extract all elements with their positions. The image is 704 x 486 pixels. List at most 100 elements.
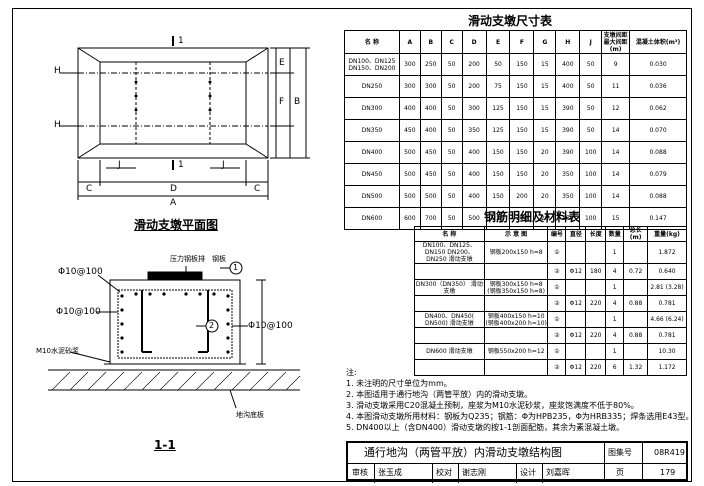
dims-table-cell: 50 bbox=[440, 75, 463, 98]
rebar-table-cell: Φ12 bbox=[565, 295, 587, 312]
rebar-table-header-cell: 数量 bbox=[605, 226, 625, 242]
dims-table-cell: 390 bbox=[555, 97, 581, 120]
dims-table-cell: 500 bbox=[398, 185, 421, 208]
dims-table-cell: 11 bbox=[601, 75, 631, 98]
dims-table-cell: DN450 bbox=[344, 163, 400, 186]
plan-dim-e: E bbox=[279, 58, 285, 68]
rebar-table-cell bbox=[585, 279, 607, 296]
rebar-table-cell: 0.88 bbox=[623, 327, 649, 344]
section-steel-plate-label: 钢板 bbox=[212, 255, 226, 263]
dims-table-cell: 500 bbox=[461, 207, 487, 230]
rebar-table-header-cell: 重量(kg) bbox=[647, 226, 687, 242]
dims-table-header-cell: 名 称 bbox=[344, 30, 400, 54]
plan-view-drawing bbox=[60, 36, 310, 200]
rebar-table-cell: 10.30 bbox=[647, 343, 687, 360]
dims-table-cell: 150 bbox=[485, 185, 511, 208]
section-rebar-right: Φ10@100 bbox=[248, 321, 293, 331]
dims-table-header-cell: D bbox=[461, 30, 487, 54]
rebar-table-cell: ① bbox=[547, 311, 567, 328]
rebar-table-cell: 4 bbox=[605, 327, 625, 344]
rebar-table-cell bbox=[623, 279, 649, 296]
dims-table-cell: 150 bbox=[509, 163, 535, 186]
dims-table-cell: 390 bbox=[555, 141, 581, 164]
dims-table-cell: 400 bbox=[398, 97, 421, 120]
rebar-table-cell: 4 bbox=[605, 295, 625, 312]
dims-table-header-cell: B bbox=[419, 30, 442, 54]
rebar-table-cell bbox=[585, 343, 607, 360]
page-label: 页 bbox=[616, 468, 624, 477]
dims-table-header-cell: E bbox=[485, 30, 511, 54]
dims-table-cell: 400 bbox=[461, 163, 487, 186]
dims-table-cell: 390 bbox=[555, 119, 581, 142]
dims-table-cell: 100 bbox=[579, 141, 603, 164]
dims-table-cell: 50 bbox=[440, 141, 463, 164]
plan-section-mark-bottom: 1 bbox=[178, 160, 184, 170]
rebar-table-cell bbox=[414, 327, 485, 344]
rebar-table-cell: 0.781 bbox=[647, 327, 687, 344]
section-mortar-label: M10水泥砂浆 bbox=[36, 347, 79, 355]
dims-table-cell: 300 bbox=[398, 53, 421, 76]
dims-table-cell: 200 bbox=[461, 75, 487, 98]
rebar-table-cell bbox=[414, 295, 485, 312]
dims-table-cell: 14 bbox=[601, 141, 631, 164]
dims-table-cell: 12 bbox=[601, 97, 631, 120]
dims-table-cell: 75 bbox=[485, 75, 511, 98]
dims-table-header-cell: G bbox=[533, 30, 557, 54]
dims-table-header-cell: C bbox=[440, 30, 463, 54]
rebar-table-cell: 220 bbox=[585, 327, 607, 344]
dims-table-cell: 125 bbox=[485, 119, 511, 142]
dims-table-cell: 50 bbox=[485, 53, 511, 76]
dims-table-cell: 50 bbox=[440, 119, 463, 142]
rebar-table-cell: 220 bbox=[585, 359, 607, 376]
dims-table-cell: 50 bbox=[579, 119, 603, 142]
rebar-table-cell bbox=[585, 311, 607, 328]
note-1: 1. 未注明的尺寸单位为mm。 bbox=[346, 379, 452, 388]
rebar-table-header-row: 名 称示 意 图编号直径长度数量总长(m)重量(kg) bbox=[414, 226, 687, 242]
rebar-table-cell: DN100、DN125、DN150 DN200、DN250 滑动支墩 bbox=[414, 241, 485, 264]
dims-table-cell: 500 bbox=[398, 163, 421, 186]
rebar-table-cell: Φ12 bbox=[565, 327, 587, 344]
rebar-table-cell bbox=[483, 263, 549, 280]
rebar-table-cell bbox=[565, 343, 587, 360]
plan-dim-h: H bbox=[54, 66, 61, 76]
dims-table-cell: 14 bbox=[601, 119, 631, 142]
rebar-table-cell: DN600 滑动支墩 bbox=[414, 343, 485, 360]
dims-table-cell: 150 bbox=[509, 97, 535, 120]
rebar-table-cell bbox=[414, 263, 485, 280]
dims-table-cell: 50 bbox=[579, 75, 603, 98]
reviewer: 张玉成 bbox=[378, 468, 402, 477]
section-mark-2: 2 bbox=[209, 321, 215, 330]
dims-table-cell: 300 bbox=[419, 75, 442, 98]
rebar-table-cell: 0.88 bbox=[623, 295, 649, 312]
dims-table-header-cell: F bbox=[509, 30, 535, 54]
note-2: 2. 本图适用于通行地沟（两管平放）内的滑动支墩。 bbox=[346, 390, 533, 399]
notes: 注: 1. 未注明的尺寸单位为mm。 2. 本图适用于通行地沟（两管平放）内的滑… bbox=[346, 367, 694, 433]
plan-section-mark-top: 1 bbox=[178, 36, 184, 46]
plan-dim-a: A bbox=[170, 198, 177, 208]
section-rebar-top: Φ10@100 bbox=[58, 267, 103, 277]
dims-table-cell: 150 bbox=[485, 141, 511, 164]
dims-table-cell: 125 bbox=[485, 97, 511, 120]
rebar-table-cell: ② bbox=[547, 295, 567, 312]
rebar-table-cell: 2.81 (3.28) bbox=[647, 279, 687, 296]
rebar-table-cell: 220 bbox=[585, 295, 607, 312]
dims-table-cell: 20 bbox=[533, 163, 557, 186]
rebar-table-cell: DN400、DN450( DN500) 滑动支墩 bbox=[414, 311, 485, 328]
atlas-no: 08R419 bbox=[654, 448, 686, 457]
plan-dim-d: D bbox=[170, 184, 177, 194]
page-no: 179 bbox=[660, 468, 676, 477]
dims-table-cell: 350 bbox=[555, 163, 581, 186]
rebar-table-cell: 180 bbox=[585, 263, 607, 280]
rebar-table-cell bbox=[414, 359, 485, 376]
rebar-table-cell: 0.781 bbox=[647, 295, 687, 312]
rebar-table-cell: ② bbox=[547, 327, 567, 344]
dims-table-cell: 400 bbox=[461, 141, 487, 164]
rebar-table-cell bbox=[623, 311, 649, 328]
dims-table-cell: 50 bbox=[579, 53, 603, 76]
